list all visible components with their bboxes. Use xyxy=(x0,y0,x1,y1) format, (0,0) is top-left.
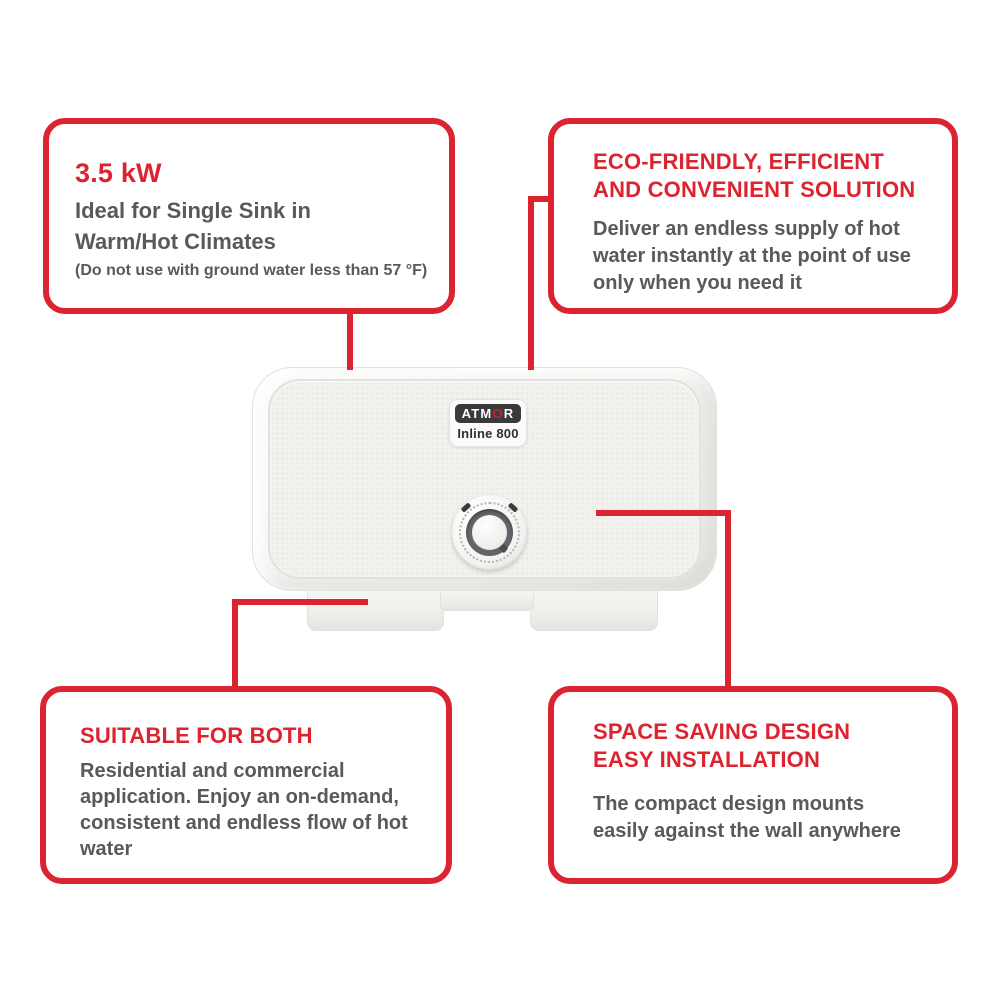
connector-top-left-vertical xyxy=(347,312,353,370)
callout-power-rating: 3.5 kW Ideal for Single Sink in Warm/Hot… xyxy=(43,118,455,314)
connector-top-right-vertical xyxy=(528,196,534,370)
callout-power-rating-body: Ideal for Single Sink in Warm/Hot Climat… xyxy=(75,198,311,254)
callout-space-saving-body: The compact design mounts easily against… xyxy=(593,793,901,842)
connector-right-vertical xyxy=(725,510,731,688)
callout-eco-friendly-title: ECO-FRIENDLY, EFFICIENT AND CONVENIENT S… xyxy=(593,149,916,202)
temperature-dial xyxy=(452,495,527,570)
callout-suitable-for-both: SUITABLE FOR BOTH Residential and commer… xyxy=(40,686,452,884)
connector-bottom-left-horizontal xyxy=(232,599,368,605)
connector-right-horizontal xyxy=(596,510,731,516)
callout-space-saving: SPACE SAVING DESIGN EASY INSTALLATION Th… xyxy=(548,686,958,884)
model-label: Inline 800 xyxy=(457,426,519,441)
callout-eco-friendly: ECO-FRIENDLY, EFFICIENT AND CONVENIENT S… xyxy=(548,118,958,314)
atmor-logo-prefix: ATM xyxy=(461,406,493,421)
dial-tick-ring xyxy=(459,502,520,563)
callout-space-saving-title: SPACE SAVING DESIGN EASY INSTALLATION xyxy=(593,719,851,772)
heater-foot-right xyxy=(530,588,658,631)
atmor-logo-o: O xyxy=(492,406,504,421)
callout-suitable-for-both-body: Residential and commercial application. … xyxy=(80,760,408,860)
connector-bottom-left-vertical xyxy=(232,599,238,688)
callout-suitable-for-both-title: SUITABLE FOR BOTH xyxy=(80,723,313,748)
heater-foot-left xyxy=(307,588,444,631)
callout-eco-friendly-body: Deliver an endless supply of hot water i… xyxy=(593,218,911,294)
heater-foot-bridge xyxy=(440,588,534,611)
dial-knob-ring xyxy=(466,509,513,556)
callout-power-rating-note: (Do not use with ground water less than … xyxy=(75,262,428,279)
connector-top-right-horizontal xyxy=(528,196,548,202)
atmor-logo-suffix: R xyxy=(503,406,515,421)
callout-power-rating-title: 3.5 kW xyxy=(75,158,162,188)
